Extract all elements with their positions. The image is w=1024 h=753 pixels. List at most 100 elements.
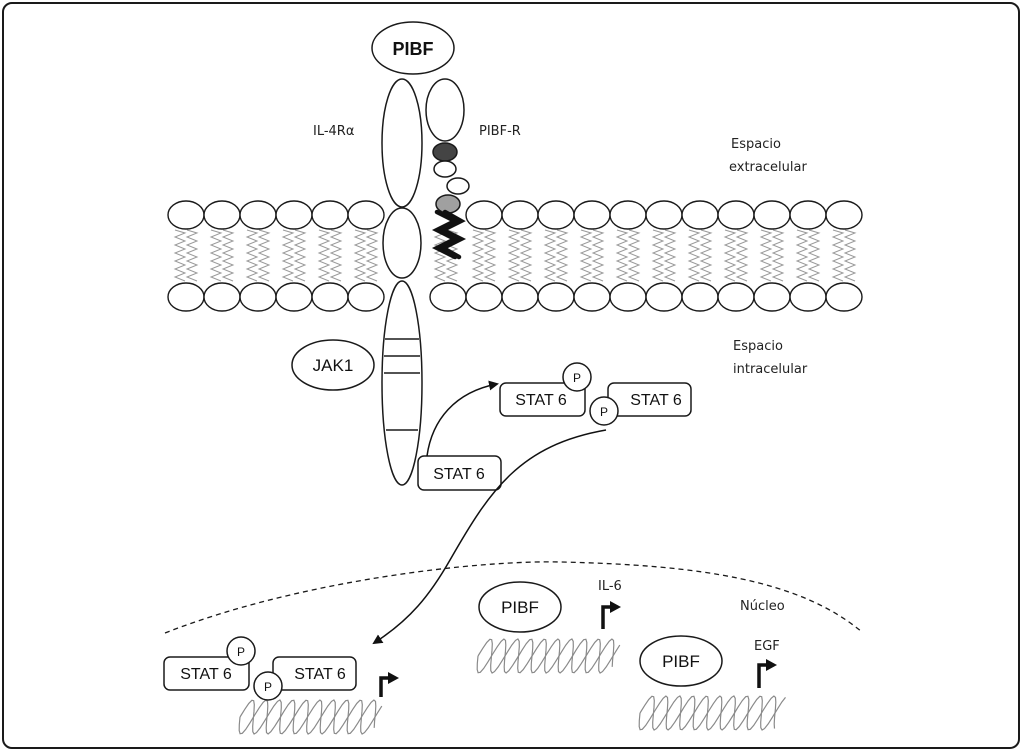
lipid-tail xyxy=(723,229,737,282)
phospholipid-head-outer xyxy=(681,200,719,230)
stat6-label: STAT 6 xyxy=(433,466,485,483)
lipid-tail xyxy=(831,229,845,282)
phospholipid-head-inner xyxy=(609,282,647,312)
transcription-start-arrow-il6 xyxy=(601,601,621,629)
jak1-kinase: JAK1 xyxy=(291,339,375,391)
nuclear-pibf-label: PIBF xyxy=(501,598,539,617)
lipid-tail xyxy=(433,229,447,282)
phosphate-group xyxy=(226,636,256,666)
phospholipid-head-outer xyxy=(645,200,683,230)
pibf-ligand-label: PIBF xyxy=(392,39,433,59)
lipid-tail xyxy=(257,229,271,282)
lipid-tail xyxy=(365,229,379,282)
phospholipid-head-outer xyxy=(239,200,277,230)
lipid-tail xyxy=(771,229,785,282)
phospholipid-head-inner xyxy=(465,282,503,312)
phosphate-group xyxy=(562,362,592,392)
phospholipid-head-outer xyxy=(537,200,575,230)
lipid-tail xyxy=(699,229,713,282)
jak1-label: JAK1 xyxy=(313,356,354,375)
nuclear-envelope xyxy=(164,561,863,634)
il4ra-label: IL-4Rα xyxy=(313,124,354,139)
egf-gene-label: EGF xyxy=(754,639,780,654)
intracellular-label-line1: Espacio xyxy=(733,339,783,354)
phospholipid-head-outer xyxy=(789,200,827,230)
phospholipid-head-inner xyxy=(429,282,467,312)
phospholipid-head-outer xyxy=(203,200,241,230)
phospholipid-head-inner xyxy=(239,282,277,312)
lipid-tail xyxy=(471,229,485,282)
lipid-tail xyxy=(329,229,343,282)
il4ra-receptor xyxy=(381,78,423,486)
lipid-tail xyxy=(293,229,307,282)
phospholipid-head-outer xyxy=(275,200,313,230)
phospholipid-head-inner xyxy=(275,282,313,312)
lipid-tail xyxy=(483,229,497,282)
lipid-tail xyxy=(795,229,809,282)
nuclear-translocation-arrow xyxy=(372,429,607,645)
phospholipid-head-outer xyxy=(465,200,503,230)
il4ra-extracellular-domain xyxy=(381,78,423,208)
pibfr-label: PIBF-R xyxy=(479,124,521,139)
phospholipid-head-inner xyxy=(203,282,241,312)
phospholipid-head-outer xyxy=(347,200,385,230)
lipid-tail xyxy=(317,229,331,282)
lipid-tail xyxy=(543,229,557,282)
lipid-tail xyxy=(579,229,593,282)
phospholipid-head-inner xyxy=(311,282,349,312)
dna-helix-stat6-target xyxy=(238,699,377,735)
lipid-tail xyxy=(759,229,773,282)
dna-helix-egf xyxy=(639,695,786,731)
dna-strands xyxy=(238,638,786,735)
extracellular-label-line1: Espacio xyxy=(731,137,781,152)
nuclear-pibf-egf: PIBF xyxy=(639,635,723,687)
phospholipid-head-outer xyxy=(717,200,755,230)
cell-membrane-bilayer xyxy=(167,200,863,312)
lipid-tail xyxy=(615,229,629,282)
transcription-start-arrow xyxy=(379,672,399,697)
phospholipid-head-outer xyxy=(573,200,611,230)
stat6-dimer-cytoplasm: STAT 6 STAT 6 P P xyxy=(499,362,692,426)
il4ra-transmembrane-domain xyxy=(382,207,422,279)
il6-gene-label: IL-6 xyxy=(598,579,622,594)
lipid-tail xyxy=(281,229,295,282)
il4ra-intracellular-domain xyxy=(381,280,423,486)
phospholipid-head-outer xyxy=(825,200,863,230)
stat6-dimer-nucleus: STAT 6 STAT 6 P P xyxy=(163,636,357,701)
lipid-tail xyxy=(663,229,677,282)
stat6-label: STAT 6 xyxy=(180,666,232,683)
phospholipid-head-outer xyxy=(609,200,647,230)
phospholipid-head-inner xyxy=(347,282,385,312)
lipid-tail xyxy=(209,229,223,282)
phospholipid-head-inner xyxy=(753,282,791,312)
nuclear-pibf-label: PIBF xyxy=(662,652,700,671)
phosphate-label: P xyxy=(573,371,581,385)
extracellular-label-line2: extracelular xyxy=(729,160,807,175)
stat6-label: STAT 6 xyxy=(515,392,567,409)
phosphate-label: P xyxy=(600,405,608,419)
phosphate-label: P xyxy=(264,680,272,694)
lipid-tail xyxy=(627,229,641,282)
phosphorylation-arrow xyxy=(426,380,499,457)
lipid-tail xyxy=(651,229,665,282)
phospholipid-head-outer xyxy=(501,200,539,230)
phospholipid-head-inner xyxy=(681,282,719,312)
phospholipid-head-inner xyxy=(825,282,863,312)
lipid-tail xyxy=(245,229,259,282)
phospholipid-head-inner xyxy=(573,282,611,312)
lipid-tail xyxy=(507,229,521,282)
phosphate-group xyxy=(253,671,283,701)
lipid-tail xyxy=(185,229,199,282)
stat6-unphosphorylated: STAT 6 xyxy=(417,455,502,491)
lipid-tail xyxy=(519,229,533,282)
phospholipid-head-outer xyxy=(753,200,791,230)
stat6-label: STAT 6 xyxy=(630,392,682,409)
dna-helix-il6 xyxy=(476,638,615,674)
pibf-ligand: PIBF xyxy=(371,21,455,75)
lipid-tail xyxy=(735,229,749,282)
pibfr-grey-anchor xyxy=(435,194,461,214)
nuclear-pibf-il6: PIBF xyxy=(478,581,562,633)
pibfr-small-domain xyxy=(433,160,457,178)
pibf-receptor xyxy=(425,78,470,260)
